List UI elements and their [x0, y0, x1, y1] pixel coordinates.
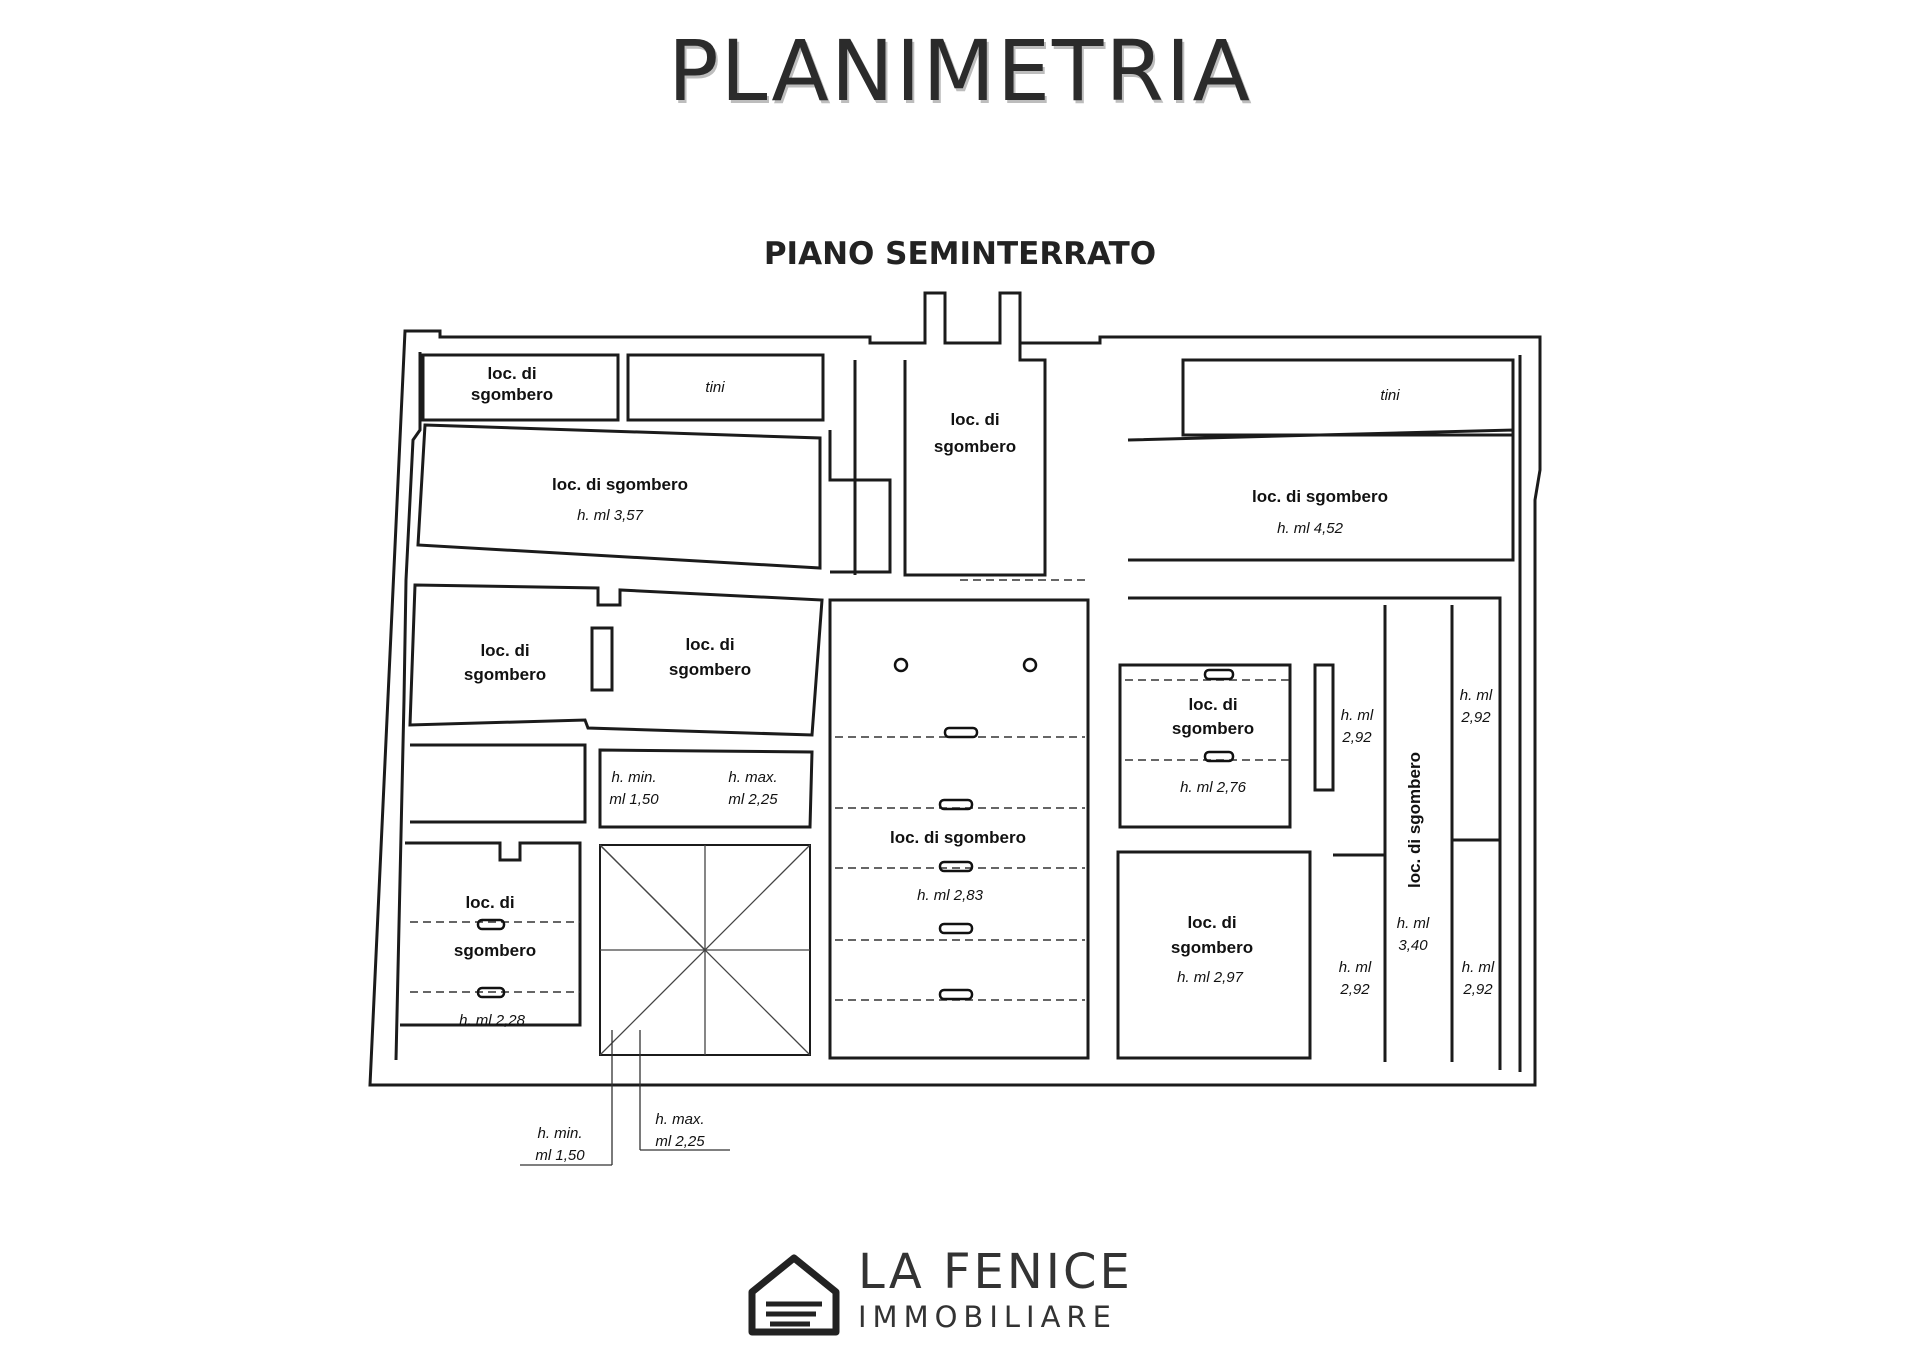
label-h-b: h. ml — [1460, 687, 1493, 704]
label-v-d: 2,92 — [1339, 981, 1370, 998]
label-h-c: h. ml — [1397, 915, 1430, 932]
dashed-lines — [410, 579, 1290, 1001]
label-r1-b: sgombero — [471, 385, 553, 404]
dimension-callouts — [520, 1030, 730, 1166]
vault-lines — [599, 844, 811, 1056]
label-r11-b: sgombero — [1171, 938, 1253, 957]
label-r11-a: loc. di — [1187, 913, 1236, 932]
label-mlmax-2: ml 2,25 — [655, 1133, 705, 1150]
label-r5-a: loc. di — [480, 641, 529, 660]
floor-title: PIANO SEMINTERRATO — [763, 236, 1157, 272]
label-v-b: 2,92 — [1460, 709, 1491, 726]
label-h-d: h. ml — [1339, 959, 1372, 976]
label-r8-b: sgombero — [1172, 719, 1254, 738]
label-r5-b: sgombero — [464, 665, 546, 684]
label-r3-b: sgombero — [934, 437, 1016, 456]
label-r8-h: h. ml 2,76 — [1180, 779, 1247, 796]
label-hmin-2: h. min. — [537, 1125, 582, 1142]
brand-logo — [748, 1254, 840, 1336]
label-r1-a: loc. di — [487, 364, 536, 383]
label-r10-b: sgombero — [454, 941, 536, 960]
brand-subtitle: IMMOBILIARE — [858, 1300, 1117, 1334]
label-mlmax-1: ml 2,25 — [728, 791, 778, 808]
label-hmax-2: h. max. — [655, 1111, 704, 1128]
phoenix-house-icon — [748, 1254, 840, 1336]
label-h-a: h. ml — [1341, 707, 1374, 724]
label-hmax-1: h. max. — [728, 769, 777, 786]
label-r9-vertical: loc. di sgombero — [1405, 752, 1424, 888]
brand-name: LA FENICE — [858, 1244, 1133, 1300]
label-v-a: 2,92 — [1341, 729, 1372, 746]
label-r8-a: loc. di — [1188, 695, 1237, 714]
label-r2: loc. di sgombero — [552, 475, 688, 494]
label-h-e: h. ml — [1462, 959, 1495, 976]
label-v-e: 2,92 — [1462, 981, 1493, 998]
label-r6-a: loc. di — [685, 635, 734, 654]
page-title: PLANIMETRIA — [668, 22, 1252, 120]
label-tini-2: tini — [1380, 387, 1400, 404]
label-r4-h: h. ml 4,52 — [1277, 520, 1344, 537]
label-r7: loc. di sgombero — [890, 828, 1026, 847]
label-mlmin-2: ml 1,50 — [535, 1147, 585, 1164]
label-r7-h: h. ml 2,83 — [917, 887, 984, 904]
label-hmin-1: h. min. — [611, 769, 656, 786]
label-tini-1: tini — [705, 379, 725, 396]
label-v-c: 3,40 — [1398, 937, 1428, 954]
label-mlmin-1: ml 1,50 — [609, 791, 659, 808]
label-r4: loc. di sgombero — [1252, 487, 1388, 506]
pillars — [476, 657, 1235, 1001]
label-r3-a: loc. di — [950, 410, 999, 429]
label-r10-h: h. ml 2,28 — [459, 1012, 526, 1029]
label-r10-a: loc. di — [465, 893, 514, 912]
label-r2-h: h. ml 3,57 — [577, 507, 644, 524]
label-r11-h: h. ml 2,97 — [1177, 969, 1244, 986]
label-r6-b: sgombero — [669, 660, 751, 679]
